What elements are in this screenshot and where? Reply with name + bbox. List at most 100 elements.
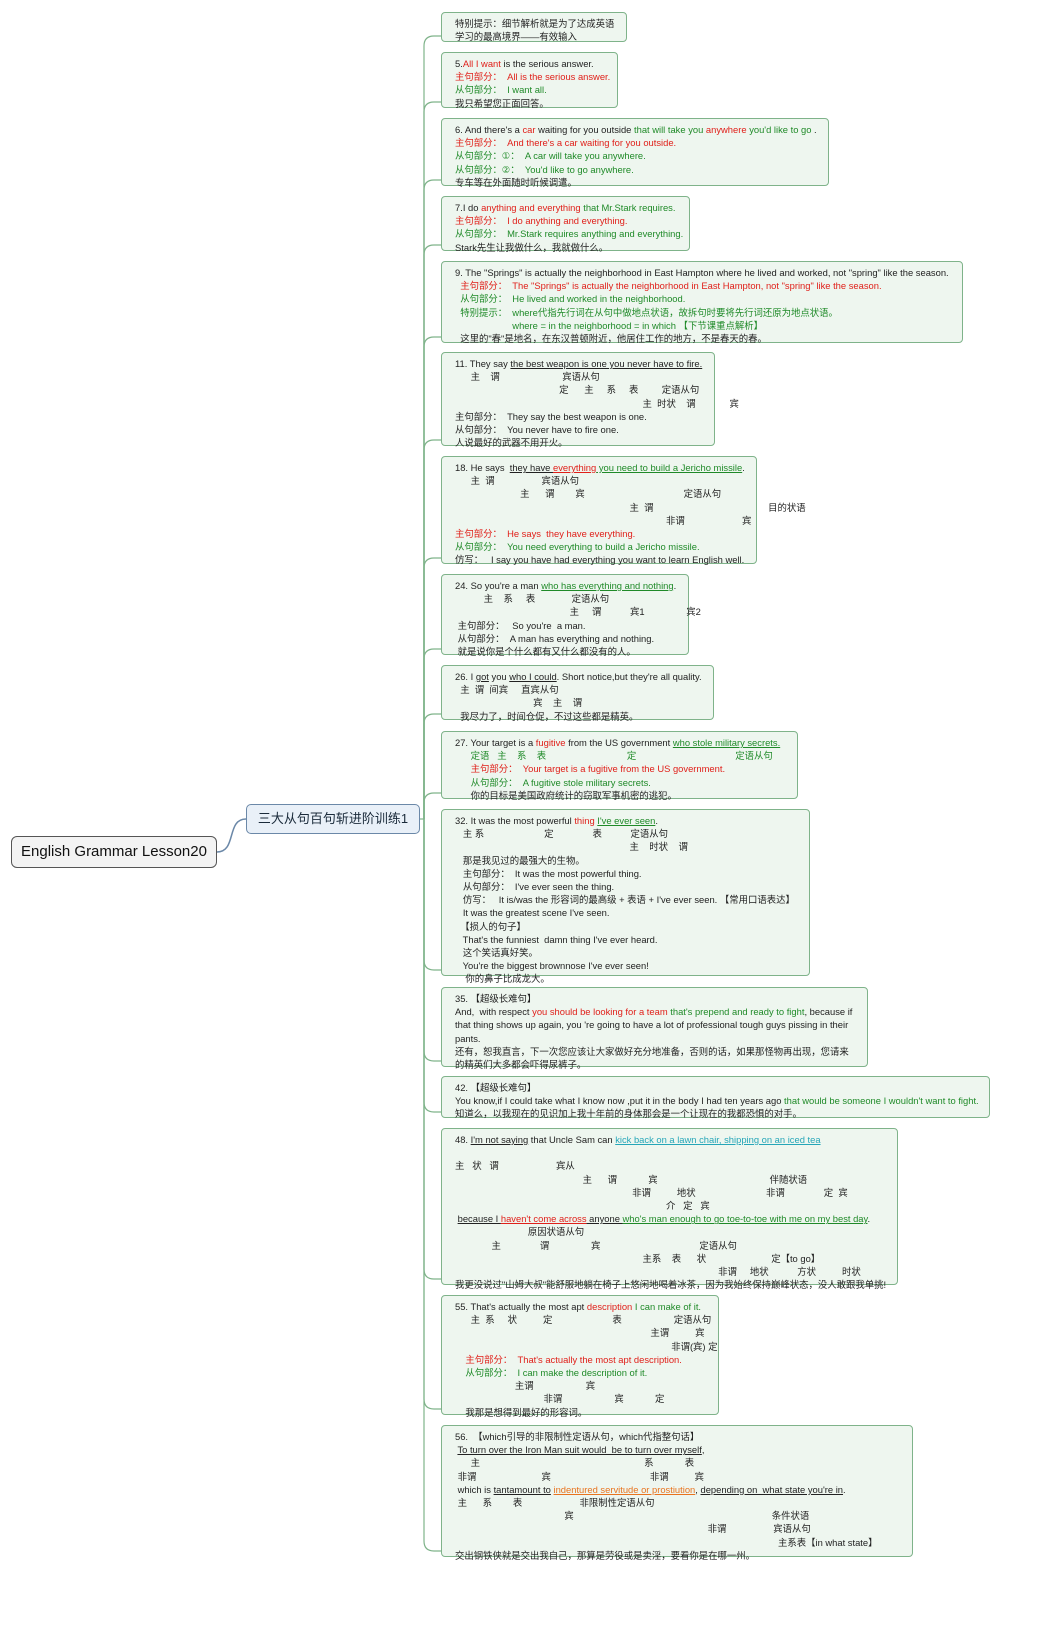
node-sentence-11[interactable]: 11. They say the best weapon is one you … [441, 352, 739, 449]
node-sentence-6[interactable]: 6. And there's a car waiting for you out… [441, 118, 829, 188]
text-run: 48. [455, 1134, 471, 1145]
text-run: where = in the neighborhood = in which 【… [455, 319, 763, 331]
node-sentence-24[interactable]: 24. So you're a man who has everything a… [441, 574, 701, 658]
text-run: 非谓(宾) 定 [455, 1340, 718, 1352]
text-run: 从句部分： You never have to fire one. [455, 424, 619, 436]
text-run: that thing shows up again, you 're going… [455, 1019, 849, 1031]
node-sentence-55[interactable]: 55. That's actually the most apt descrip… [441, 1295, 719, 1418]
node-text-line: 从句部分： He lived and worked in the neighbo… [455, 292, 954, 305]
text-run: the best weapon is one you never have to… [510, 358, 703, 369]
text-run: who stole military secrets. [672, 737, 781, 748]
node-text-line: 学习的最高境界——有效输入 [455, 30, 618, 43]
node-sentence-5[interactable]: 5.All I want is the serious answer.主句部分：… [441, 52, 618, 110]
text-run: who I could [509, 671, 557, 682]
node-text-line: 主 谓 间宾 直宾从句 [455, 683, 705, 696]
node-text-line: 仿写： It is/was the 形容词的最高级 + 表语 + I've ev… [455, 893, 801, 906]
node-text-line: 我只希望您正面回答。 [455, 97, 609, 110]
node-text-line: 主句部分： And there's a car waiting for you … [455, 136, 820, 149]
text-run: 交出钢铁侠就是交出我自己，那算是劳役或是卖淫，要看你是在哪一州。 [455, 1549, 756, 1561]
node-sentence-27[interactable]: 27. Your target is a fugitive from the U… [441, 731, 798, 802]
node-sentence-42[interactable]: 42. 【超级长难句】You know,if I could take what… [441, 1076, 990, 1120]
text-run: 主 谓 宾语从句 [455, 371, 600, 383]
node-text-line: 原因状语从句 [455, 1225, 889, 1238]
text-run: 非谓 宾 非谓 宾 [455, 1470, 704, 1482]
node-text-line: 主 时状 谓 宾 [455, 397, 739, 410]
node-sentence-56[interactable]: 56. 【which引导的非限制性定语从句，which代指整句话】 To tur… [441, 1425, 913, 1561]
node-text-line: 从句部分： Mr.Stark requires anything and eve… [455, 227, 684, 240]
node-text-line: 55. That's actually the most apt descrip… [455, 1300, 710, 1313]
branch-connector [423, 439, 441, 819]
node-sentence-32[interactable]: 32. It was the most powerful thing I've … [441, 809, 810, 984]
node-text-line: 你的目标是美国政府统计的窃取军事机密的逃犯。 [455, 789, 789, 802]
node-text-line: 人说最好的武器不用开火。 [455, 436, 706, 449]
text-run: 主句部分： They say the best weapon is one. [455, 410, 647, 422]
text-run: anything and everything [481, 202, 581, 213]
node-text-line: 就是说你是个什么都有又什么都没有的人。 [455, 645, 680, 658]
text-run: 从句部分： I've ever seen the thing. [455, 881, 615, 893]
text-run [455, 1147, 458, 1158]
node-text-line: 我那是想得到最好的形容词。 [455, 1406, 710, 1419]
text-run: thing [574, 815, 595, 826]
text-run: I've ever seen [597, 815, 656, 826]
node-sentence-9[interactable]: 9. The "Springs" is actually the neighbo… [441, 261, 963, 344]
node-text-line: 主 谓 宾 伴随状语 [455, 1173, 889, 1186]
node-text-line: 主系表【in what state】 [455, 1536, 904, 1549]
text-run: fugitive [535, 737, 566, 748]
node-text-line: 主句部分： The "Springs" is actually the neig… [455, 279, 954, 292]
node-sentence-48[interactable]: 48. I'm not saying that Uncle Sam can ki… [441, 1128, 898, 1290]
text-run: 宾 主 谓 [455, 697, 583, 709]
text-run: 主 系 状 定 表 定语从句 [455, 1314, 712, 1326]
text-run: 从句部分： Mr.Stark requires anything and eve… [455, 228, 684, 240]
node-text-line: 你的鼻子比成龙大。 [455, 972, 801, 985]
text-run: pants. [455, 1032, 481, 1044]
node-text-line: 9. The "Springs" is actually the neighbo… [455, 266, 954, 279]
node-text-line: 主 谓 宾语从句 [455, 474, 748, 487]
subtopic-three-clause-training[interactable]: 三大从句百句斩进阶训练1 [246, 804, 420, 834]
text-run: 主句部分： And there's a car waiting for you … [455, 137, 677, 149]
text-run: that Mr.Stark requires. [583, 202, 676, 213]
node-text-line: To turn over the Iron Man suit would be … [455, 1443, 904, 1456]
node-text-line: 6. And there's a car waiting for you out… [455, 123, 820, 136]
text-run: 人说最好的武器不用开火。 [455, 437, 568, 449]
node-sentence-18[interactable]: 18. He says they have everything you nee… [441, 456, 806, 565]
text-run: tantamount to [493, 1483, 551, 1495]
text-run: 5. [455, 58, 463, 69]
text-run: 介 定 宾 [455, 1200, 710, 1212]
node-text-line: 知道么，以我现在的见识加上我十年前的身体那会是一个让现在的我都恐惧的对手。 [455, 1107, 981, 1120]
node-text-line: You know,if I could take what I know now… [455, 1094, 981, 1107]
node-text-line: 56. 【which引导的非限制性定语从句，which代指整句话】 [455, 1430, 904, 1443]
text-run: 你的目标是美国政府统计的窃取军事机密的逃犯。 [455, 789, 677, 801]
node-sentence-26[interactable]: 26. I got you who I could. Short notice,… [441, 665, 714, 722]
branch-connector [423, 179, 441, 819]
node-text-line: 35. 【超级长难句】 [455, 992, 859, 1005]
branch-connector [423, 557, 441, 819]
text-run: 的精英们大多都会吓得尿裤子。 [455, 1059, 587, 1071]
text-run: 我那是想得到最好的形容词。 [455, 1406, 588, 1418]
text-run: 主 谓 宾 定语从句 [455, 488, 722, 500]
node-text-line: 主 谓 宾1 宾2 [455, 605, 701, 618]
node-text-line: 特别提示：细节解析就是为了达成英语 [455, 17, 618, 30]
node-text-line: You're the biggest brownnose I've ever s… [455, 959, 801, 972]
text-run: 非谓 地状 非谓 定 宾 [455, 1186, 848, 1198]
text-run: 主 系 表 定语从句 [455, 593, 610, 605]
root-to-hub-connector [216, 818, 247, 853]
node-text-line: pants. [455, 1032, 859, 1045]
node-text-line: 非谓 地状 非谓 定 宾 [455, 1186, 889, 1199]
text-run: And, with respect [455, 1006, 533, 1018]
text-run: 42. 【超级长难句】 [455, 1082, 537, 1093]
node-text-line: 非谓 地状 方状 时状 [455, 1265, 889, 1278]
node-special-tip[interactable]: 特别提示：细节解析就是为了达成英语学习的最高境界——有效输入 [441, 12, 627, 42]
text-run: 仿写： It is/was the 形容词的最高级 + 表语 + I've ev… [455, 894, 795, 906]
node-text-line: 7.I do anything and everything that Mr.S… [455, 201, 681, 214]
node-text-line: Stark先生让我做什么，我就做什么。 [455, 241, 681, 254]
node-sentence-7[interactable]: 7.I do anything and everything that Mr.S… [441, 196, 690, 254]
node-sentence-35[interactable]: 35. 【超级长难句】And, with respect you should … [441, 987, 868, 1071]
text-run: 主谓 宾 [455, 1380, 596, 1392]
text-run: 学习的最高境界——有效输入 [455, 31, 577, 43]
text-run: anywhere [705, 124, 747, 135]
node-text-line: 18. He says they have everything you nee… [455, 461, 748, 474]
node-text-line: 从句部分：①： A car will take you anywhere. [455, 149, 820, 162]
text-run: , [701, 1444, 705, 1456]
text-run: I'm not saying [470, 1134, 529, 1145]
root-topic[interactable]: English Grammar Lesson20 [11, 836, 217, 868]
